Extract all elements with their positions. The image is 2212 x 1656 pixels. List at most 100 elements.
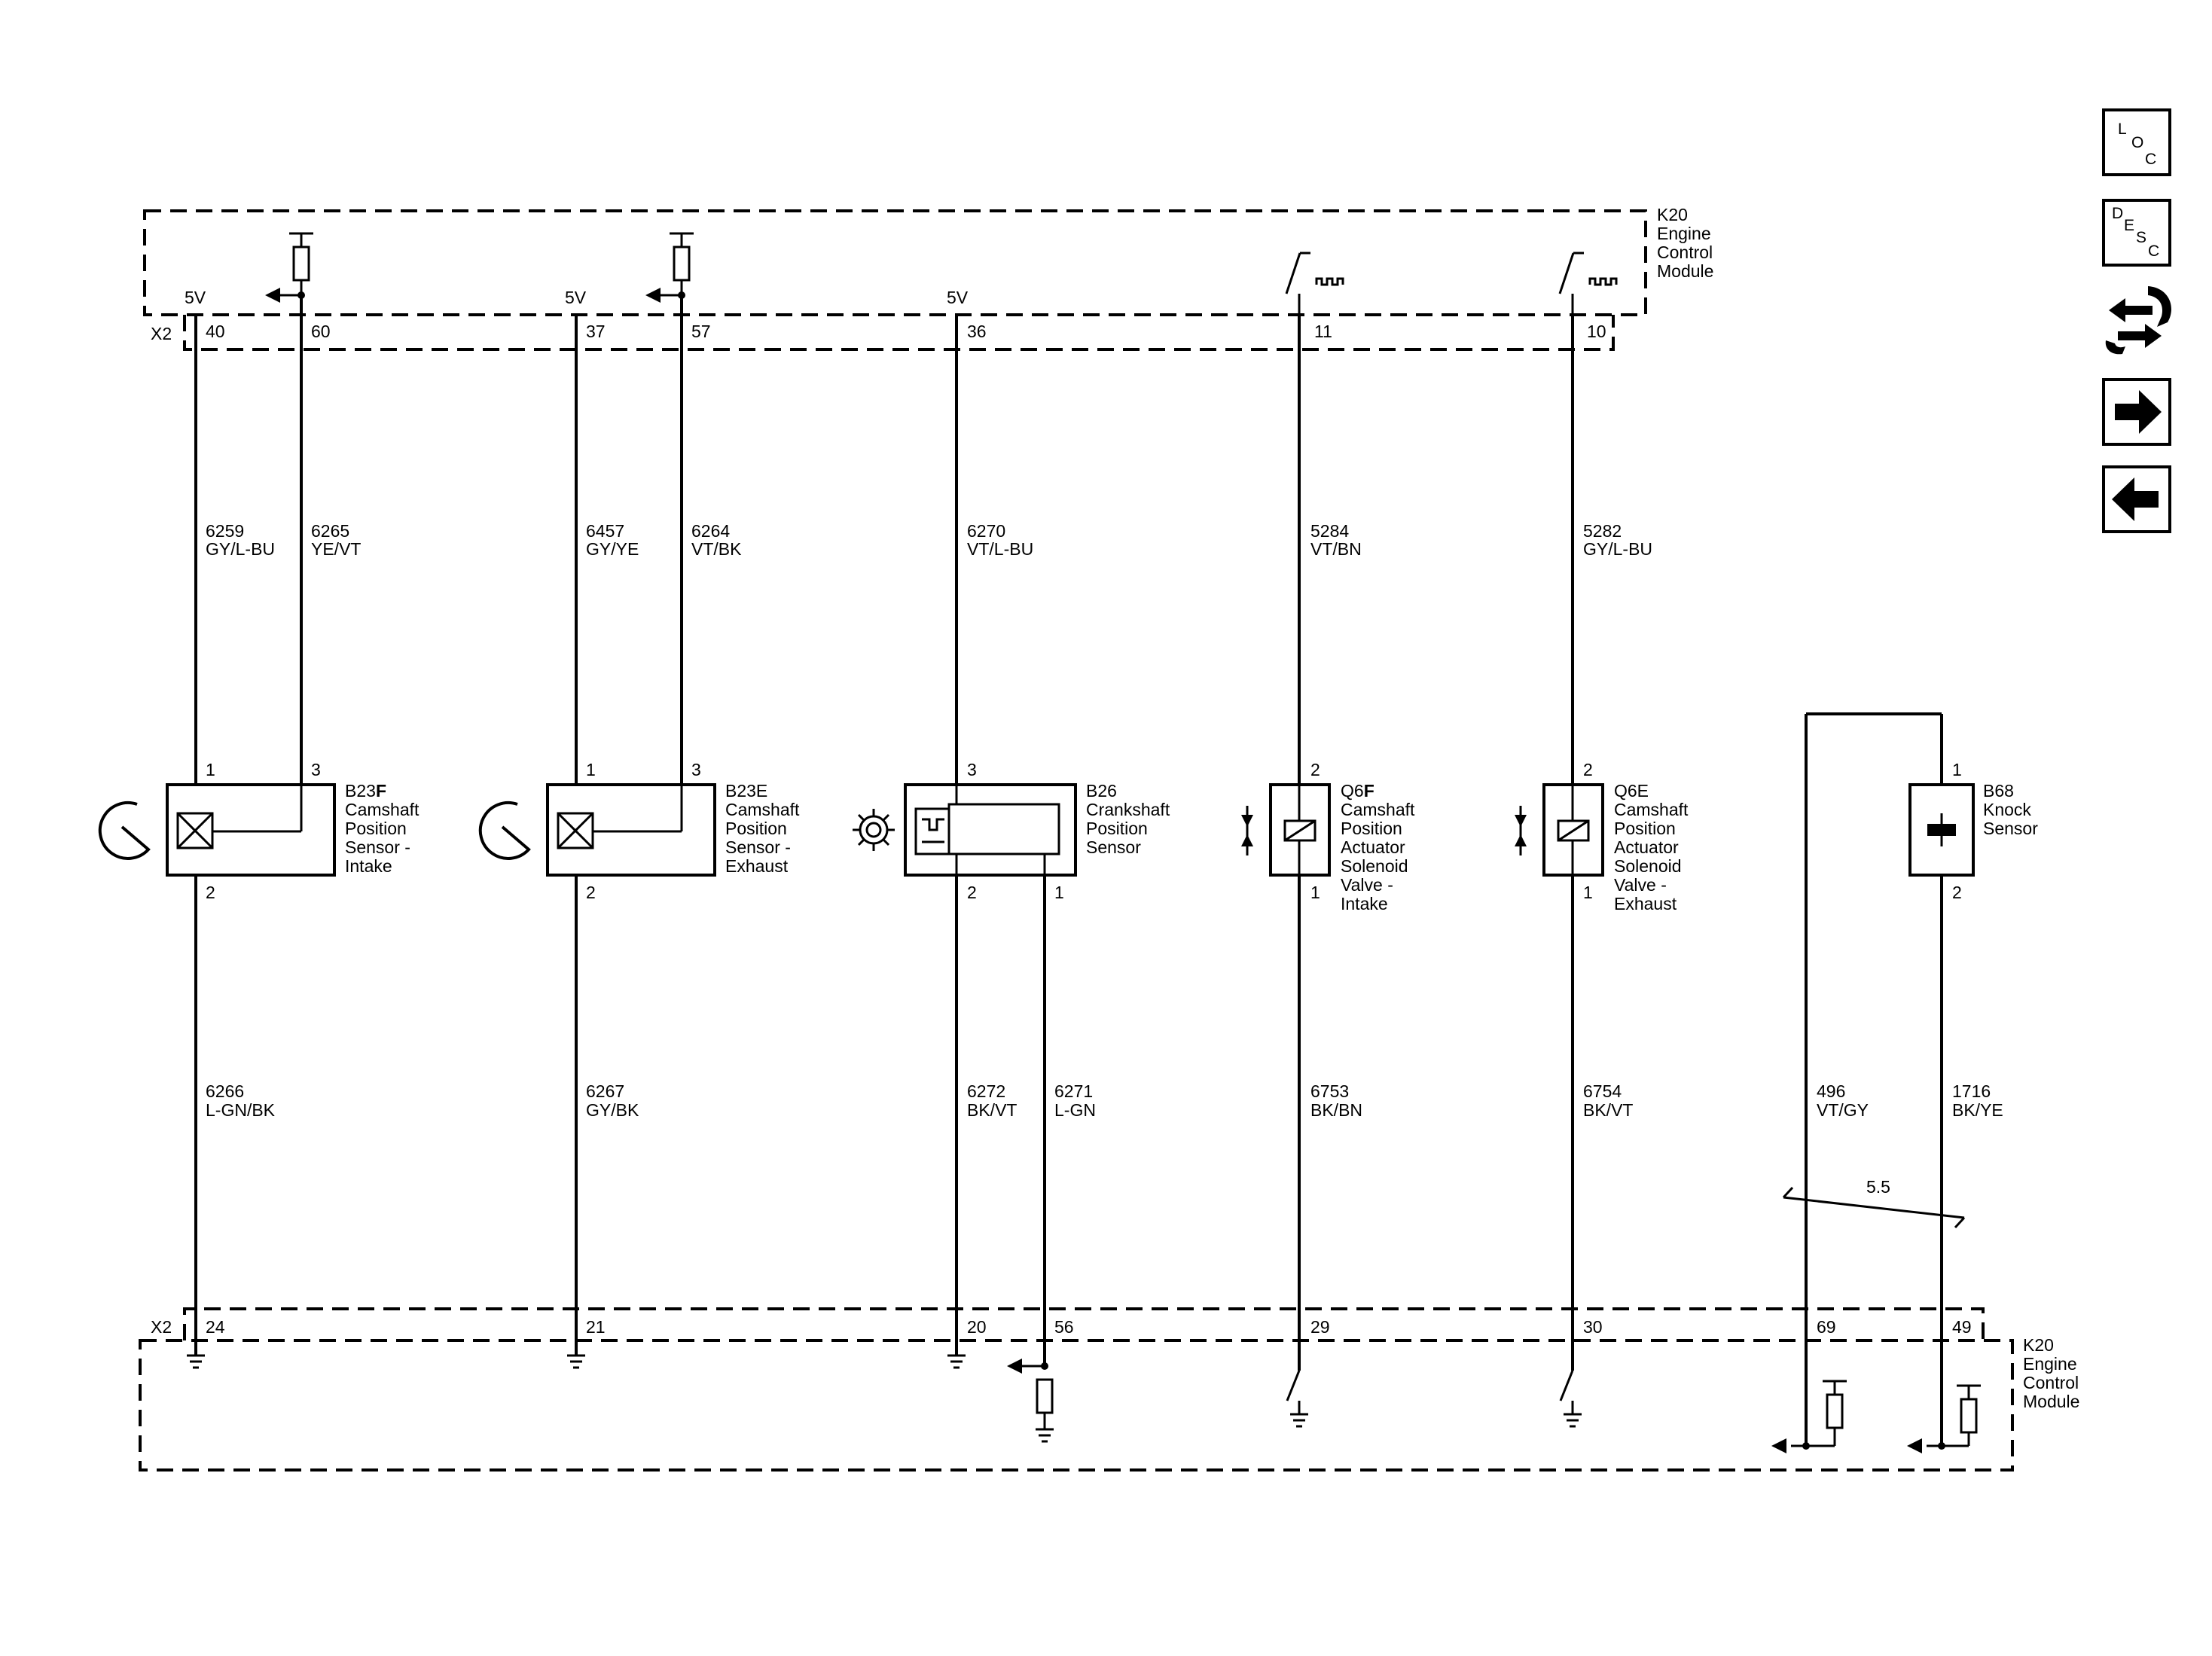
q6f-desc-2: Position [1341, 819, 1402, 838]
wire-6271-circuit: 6271 [1054, 1081, 1093, 1101]
wire-5282-color: GY/L-BU [1583, 539, 1652, 559]
top-module-box: K20 Engine Control Module X2 [143, 205, 1713, 351]
b23f-desc-1: Camshaft [345, 800, 420, 819]
b68-desc-2: Sensor [1983, 819, 2038, 838]
next-page-button[interactable] [2102, 378, 2171, 446]
vref-label-3: 5V [947, 288, 969, 307]
wire-6753-circuit: 6753 [1310, 1081, 1349, 1101]
b23e-pin-1: 1 [586, 760, 596, 779]
connector-tools-icon [2105, 286, 2171, 355]
wire-5284-circuit: 5284 [1310, 521, 1349, 541]
b23e-desc-3: Sensor - [725, 837, 791, 857]
desc-letter-e: E [2124, 217, 2134, 234]
top-pin-57: 57 [691, 322, 711, 341]
b68-pin-2: 2 [1952, 883, 1962, 902]
q6f-pin-2: 2 [1310, 760, 1320, 779]
b23e-pin-2: 2 [586, 883, 596, 902]
q6e-pin-2: 2 [1583, 760, 1593, 779]
wire-6264-circuit: 6264 [691, 521, 730, 541]
connector-end-view-button[interactable] [2105, 286, 2171, 355]
vref-label-2: 5V [565, 288, 587, 307]
top-pin-37: 37 [586, 322, 606, 341]
pwm-driver-switch-exhaust [1558, 252, 1618, 316]
top-pin-40: 40 [206, 322, 225, 341]
q6e-desc-2: Position [1614, 819, 1676, 838]
top-module-ref: K20 [1657, 205, 1688, 224]
desc-letter-c: C [2148, 242, 2159, 260]
q6f-pin-1: 1 [1310, 883, 1320, 902]
wire-5284-color: VT/BN [1310, 539, 1362, 559]
b26-pin-1: 1 [1054, 883, 1064, 902]
wire-6265-color: YE/VT [311, 539, 361, 559]
b23f-desc-4: Intake [345, 856, 392, 876]
pullup-resistor-1 [265, 232, 313, 303]
pulldown-resistor-b26 [1007, 1359, 1054, 1443]
wire-6753-color: BK/BN [1310, 1100, 1362, 1120]
twisted-pair-label: 5.5 [1866, 1177, 1890, 1197]
wire-6754-color: BK/VT [1583, 1100, 1633, 1120]
bottom-module-box: K20 Engine Control Module X2 [139, 1307, 2079, 1471]
component-b26: 3 2 1 B26 Crankshaft Position Sensor [853, 760, 1170, 902]
arrow-left-icon [2112, 477, 2159, 521]
b23e-pin-3: 3 [691, 760, 701, 779]
q6f-desc-4: Solenoid [1341, 856, 1408, 876]
previous-page-button[interactable] [2102, 465, 2171, 533]
ground-icon [567, 1354, 585, 1369]
desc-letter-s: S [2136, 229, 2146, 246]
loc-button[interactable]: L O C [2102, 108, 2171, 176]
knock-input-resistor-1 [1771, 1380, 1847, 1453]
top-module-name-2: Control [1657, 242, 1713, 262]
loc-letter-o: O [2131, 134, 2143, 151]
q6f-desc-6: Intake [1341, 894, 1388, 913]
q6e-desc-6: Exhaust [1614, 894, 1677, 913]
desc-button[interactable]: D E S C [2102, 199, 2171, 267]
b23e-ref: B23E [725, 781, 767, 801]
top-module-name-1: Engine [1657, 224, 1711, 243]
wire-6267-circuit: 6267 [586, 1081, 624, 1101]
vref-label-1: 5V [185, 288, 206, 307]
bottom-module-ref: K20 [2023, 1335, 2054, 1355]
component-b68: 1 2 B68 Knock Sensor [1908, 760, 2038, 902]
bottom-module-name-3: Module [2023, 1392, 2079, 1411]
component-q6f: 2 1 Q6F Camshaft Position Actuator Solen… [1241, 760, 1415, 913]
wire-6259-color: GY/L-BU [206, 539, 275, 559]
top-pin-10: 10 [1587, 322, 1606, 341]
wire-6266-circuit: 6266 [206, 1081, 244, 1101]
b23f-desc-3: Sensor - [345, 837, 410, 857]
component-q6e: 2 1 Q6E Camshaft Position Actuator Solen… [1515, 760, 1689, 913]
twisted-pair-marker: 5.5 [1782, 1177, 1966, 1229]
wire-6270-color: VT/L-BU [967, 539, 1033, 559]
wire-6457-circuit: 6457 [586, 521, 624, 541]
top-pin-36: 36 [967, 322, 987, 341]
desc-letter-d: D [2112, 205, 2123, 222]
wire-set [194, 295, 1943, 1446]
wire-1716-color: BK/YE [1952, 1100, 2003, 1120]
bottom-module-name-1: Engine [2023, 1354, 2077, 1374]
ground-icon [947, 1354, 966, 1369]
b26-desc-3: Sensor [1086, 837, 1141, 857]
wire-6264-color: VT/BK [691, 539, 742, 559]
wire-6272-color: BK/VT [967, 1100, 1017, 1120]
q6f-desc-5: Valve - [1341, 875, 1393, 895]
wire-6271-color: L-GN [1054, 1100, 1096, 1120]
b26-ref: B26 [1086, 781, 1117, 801]
bottom-pin-30: 30 [1583, 1317, 1603, 1337]
wire-6754-circuit: 6754 [1583, 1081, 1622, 1101]
q6e-desc-1: Camshaft [1614, 800, 1689, 819]
q6f-ref: Q6F [1341, 781, 1374, 801]
bottom-pin-21: 21 [586, 1317, 606, 1337]
b23e-desc-4: Exhaust [725, 856, 789, 876]
wire-6272-circuit: 6272 [967, 1081, 1005, 1101]
wire-6266-color: L-GN/BK [206, 1100, 276, 1120]
top-connector-label: X2 [151, 324, 172, 343]
bottom-pin-56: 56 [1054, 1317, 1074, 1337]
b23f-desc-2: Position [345, 819, 407, 838]
component-b23f: 1 3 2 B23F Camshaft Position Sensor - In… [98, 760, 420, 902]
b23f-ref: B23F [345, 781, 386, 801]
top-pin-60: 60 [311, 322, 331, 341]
wire-6457-color: GY/YE [586, 539, 639, 559]
top-module-name-3: Module [1657, 261, 1713, 281]
knock-input-resistor-2 [1907, 1384, 1981, 1453]
bottom-pin-20: 20 [967, 1317, 987, 1337]
